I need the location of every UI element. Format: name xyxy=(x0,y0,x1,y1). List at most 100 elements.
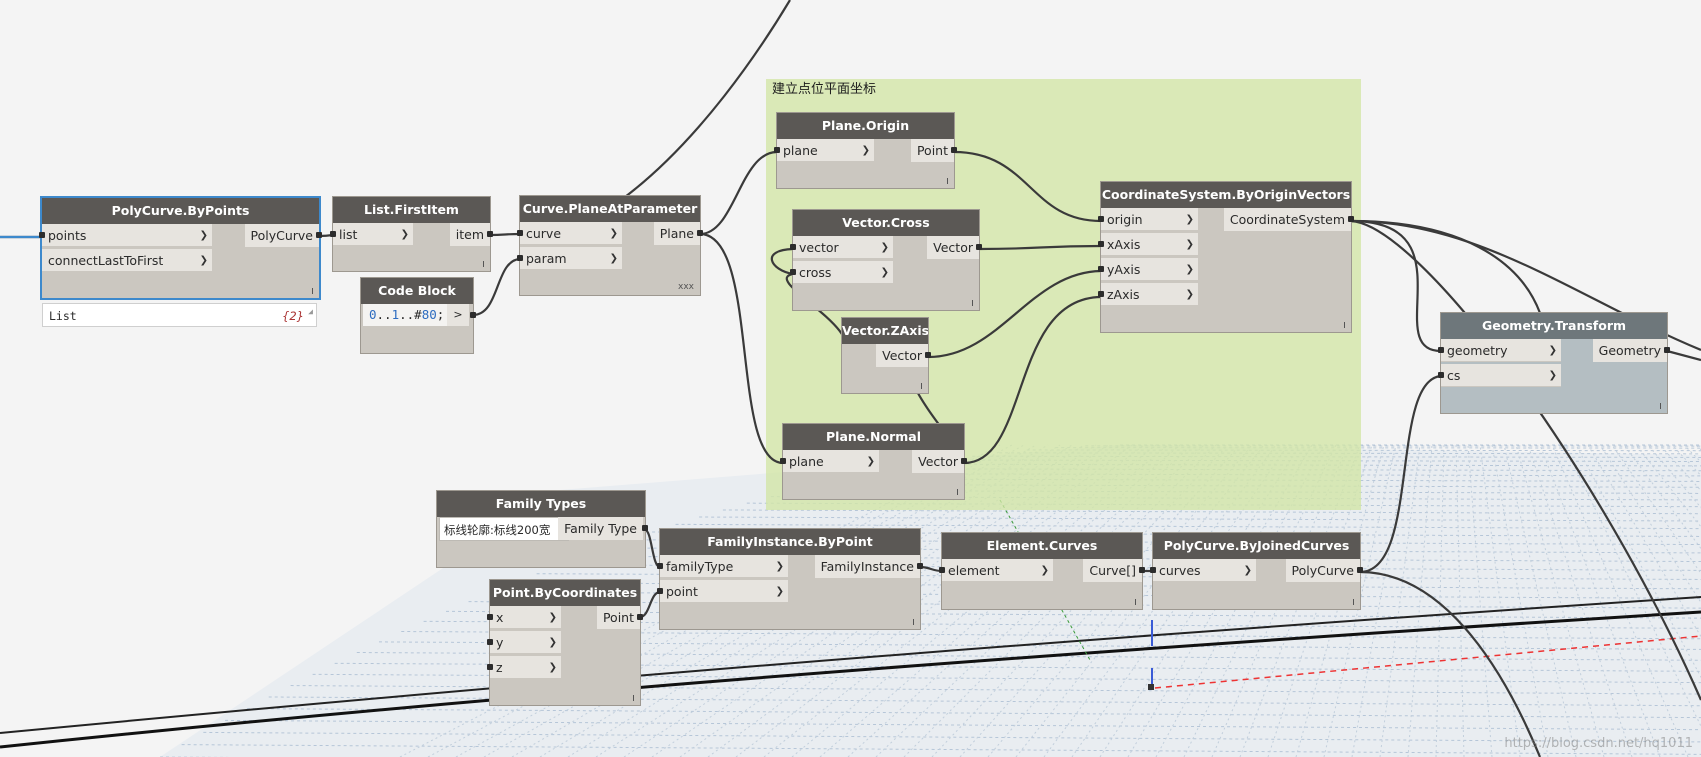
output-port-item[interactable]: item xyxy=(449,223,493,246)
input-port-yaxis[interactable]: yAxis❯ xyxy=(1098,258,1198,281)
node-curve-planeatparameter[interactable]: Curve.PlaneAtParameter curve❯ param❯ Pla… xyxy=(517,196,703,295)
output-connector[interactable] xyxy=(637,614,643,620)
node-familyinstance-bypoint[interactable]: FamilyInstance.ByPoint familyType❯ point… xyxy=(657,529,923,629)
input-connector[interactable] xyxy=(517,255,523,261)
node-geometry-transform[interactable]: Geometry.Transform geometry❯ cs❯ Geometr… xyxy=(1438,313,1670,413)
input-port-connectlasttofirst[interactable]: connectLastToFirst❯ xyxy=(42,249,212,272)
input-port-origin[interactable]: origin❯ xyxy=(1098,208,1198,231)
output-connector[interactable] xyxy=(470,312,476,318)
input-connector[interactable] xyxy=(487,614,493,620)
output-connector[interactable] xyxy=(1664,347,1670,353)
node-coordinatesystem-byoriginvectors[interactable]: CoordinateSystem.ByOriginVectors origin❯… xyxy=(1098,182,1354,332)
input-port-geometry[interactable]: geometry❯ xyxy=(1438,339,1561,362)
output-connector[interactable] xyxy=(1357,567,1363,573)
input-connector[interactable] xyxy=(1098,241,1104,247)
input-connector[interactable] xyxy=(790,269,796,275)
node-list-firstitem[interactable]: List.FirstItem list❯ item xyxy=(330,197,493,271)
input-port-element[interactable]: element❯ xyxy=(939,559,1053,582)
output-port-vector[interactable]: Vector xyxy=(927,236,982,259)
output-connector[interactable] xyxy=(951,147,957,153)
node-family-types[interactable]: Family Types 标线轮廓:标线200宽⌄ Family Type xyxy=(437,491,648,567)
output-connector[interactable] xyxy=(697,230,703,236)
input-connector[interactable] xyxy=(39,232,45,238)
input-port-points[interactable]: points❯ xyxy=(39,224,212,247)
output-port-code[interactable]: > xyxy=(447,304,476,326)
input-connector[interactable] xyxy=(487,664,493,670)
code-editor[interactable]: 0..1..#80; xyxy=(363,304,451,326)
input-port-point[interactable]: point❯ xyxy=(657,580,788,603)
node-code-block[interactable]: Code Block 0..1..#80; > xyxy=(361,278,476,353)
node-vector-cross[interactable]: Vector.Cross vector❯ cross❯ Vector xyxy=(790,210,982,310)
resize-handle[interactable] xyxy=(1135,599,1136,605)
resize-handle[interactable] xyxy=(913,619,914,625)
input-connector[interactable] xyxy=(330,231,336,237)
output-port-familyinstance[interactable]: FamilyInstance xyxy=(814,555,923,578)
input-port-z[interactable]: z❯ xyxy=(487,656,561,679)
input-port-x[interactable]: x❯ xyxy=(487,606,561,629)
resize-handle[interactable] xyxy=(633,695,634,701)
output-port-plane[interactable]: Plane xyxy=(653,222,703,245)
input-port-curve[interactable]: curve❯ xyxy=(517,222,622,245)
family-type-dropdown[interactable]: 标线轮廓:标线200宽⌄ xyxy=(439,517,569,541)
output-connector[interactable] xyxy=(917,563,923,569)
resize-handle[interactable] xyxy=(947,178,948,184)
node-polycurve-bypoints[interactable]: PolyCurve.ByPoints points❯ connectLastTo… xyxy=(39,198,322,298)
node-polycurve-byjoinedcurves[interactable]: PolyCurve.ByJoinedCurves curves❯ PolyCur… xyxy=(1150,533,1363,609)
watch-preview[interactable]: List {2} ◢ xyxy=(42,303,317,327)
output-port-family-type[interactable]: Family Type xyxy=(558,517,648,540)
resize-handle[interactable] xyxy=(972,300,973,306)
resize-handle[interactable] xyxy=(483,261,484,267)
input-port-familytype[interactable]: familyType❯ xyxy=(657,555,788,578)
input-port-param[interactable]: param❯ xyxy=(517,247,622,270)
output-port-polycurve[interactable]: PolyCurve xyxy=(1285,559,1363,582)
output-connector[interactable] xyxy=(976,244,982,250)
output-port-curves[interactable]: Curve[] xyxy=(1083,559,1145,582)
input-connector[interactable] xyxy=(657,563,663,569)
output-port-geometry[interactable]: Geometry xyxy=(1592,339,1670,362)
input-connector[interactable] xyxy=(487,639,493,645)
output-port-coordinatesystem[interactable]: CoordinateSystem xyxy=(1223,208,1354,231)
output-connector[interactable] xyxy=(1139,567,1145,573)
node-plane-origin[interactable]: Plane.Origin plane❯ Point xyxy=(774,113,957,188)
output-port-polycurve[interactable]: PolyCurve xyxy=(244,224,322,247)
output-connector[interactable] xyxy=(316,232,322,238)
input-connector[interactable] xyxy=(790,244,796,250)
output-connector[interactable] xyxy=(487,231,493,237)
output-connector[interactable] xyxy=(1348,216,1354,222)
node-vector-zaxis[interactable]: Vector.ZAxis Vector xyxy=(842,318,931,393)
input-port-list[interactable]: list❯ xyxy=(330,223,413,246)
output-connector[interactable] xyxy=(961,458,967,464)
input-port-cross[interactable]: cross❯ xyxy=(790,261,893,284)
resize-handle[interactable] xyxy=(1660,403,1661,409)
resize-grip-icon[interactable]: ◢ xyxy=(308,307,313,316)
node-element-curves[interactable]: Element.Curves element❯ Curve[] xyxy=(939,533,1145,609)
input-connector[interactable] xyxy=(1150,567,1156,573)
output-port-point[interactable]: Point xyxy=(596,606,643,629)
input-port-y[interactable]: y❯ xyxy=(487,631,561,654)
resize-handle[interactable] xyxy=(1344,322,1345,328)
input-connector[interactable] xyxy=(939,567,945,573)
output-port-vector[interactable]: Vector xyxy=(912,450,967,473)
input-port-cs[interactable]: cs❯ xyxy=(1438,364,1561,387)
input-port-vector[interactable]: vector❯ xyxy=(790,236,893,259)
input-port-curves[interactable]: curves❯ xyxy=(1150,559,1256,582)
lacing-indicator[interactable]: xxx xyxy=(678,282,694,292)
input-connector[interactable] xyxy=(1098,266,1104,272)
output-port-point[interactable]: Point xyxy=(910,139,957,162)
resize-handle[interactable] xyxy=(1353,599,1354,605)
input-connector[interactable] xyxy=(774,147,780,153)
input-connector[interactable] xyxy=(780,458,786,464)
node-point-bycoordinates[interactable]: Point.ByCoordinates x❯ y❯ z❯ Point xyxy=(487,580,643,705)
resize-handle[interactable] xyxy=(921,383,922,389)
input-port-plane[interactable]: plane❯ xyxy=(780,450,879,473)
input-connector[interactable] xyxy=(657,588,663,594)
input-port-zaxis[interactable]: zAxis❯ xyxy=(1098,283,1198,306)
input-connector[interactable] xyxy=(1438,372,1444,378)
output-connector[interactable] xyxy=(642,525,648,531)
input-port-plane[interactable]: plane❯ xyxy=(774,139,874,162)
input-connector[interactable] xyxy=(517,230,523,236)
input-connector[interactable] xyxy=(1098,291,1104,297)
output-connector[interactable] xyxy=(925,352,931,358)
output-port-vector[interactable]: Vector xyxy=(876,344,931,367)
resize-handle[interactable] xyxy=(957,489,958,495)
